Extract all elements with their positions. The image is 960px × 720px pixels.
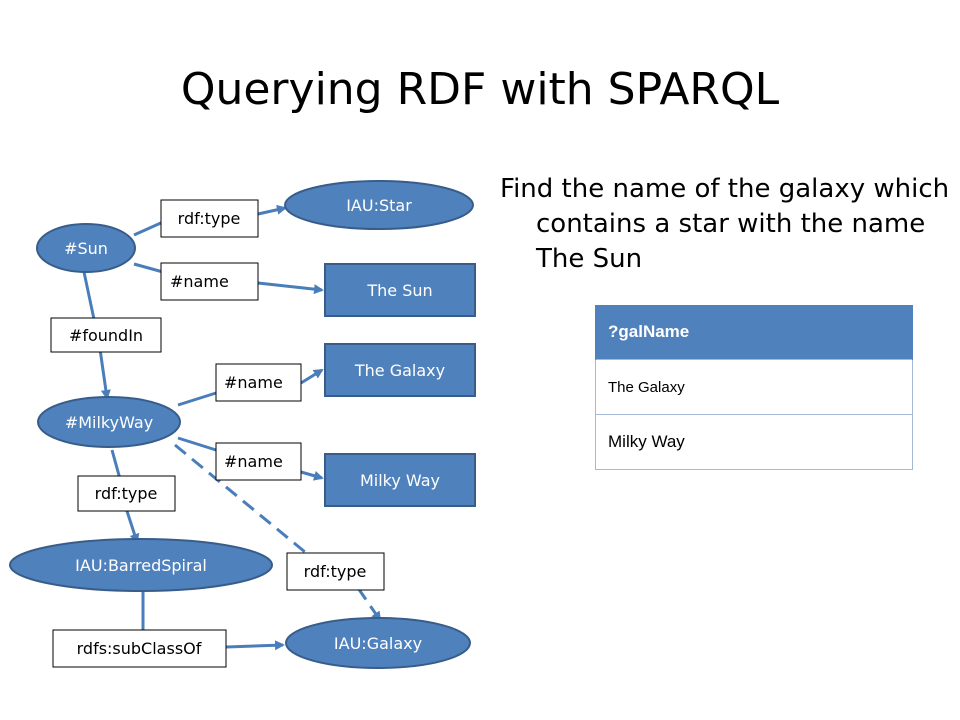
label-sun-name-text: #name [170,272,229,291]
result-cell: Milky Way [595,414,913,470]
label-found-in-text: #foundIn [69,326,143,345]
table-row: The Galaxy [595,359,913,415]
label-mw-galaxy-type: rdf:type [286,552,385,591]
label-mw-name-2: #name [215,442,302,481]
label-mw-name-1: #name [215,363,302,402]
node-iau-star-label: IAU:Star [346,196,412,215]
edge-subclass [141,592,283,647]
edge-sun-name [133,262,322,290]
node-milky-way-literal-label: Milky Way [360,471,440,490]
node-sun: #Sun [36,223,136,273]
label-found-in: #foundIn [50,317,162,353]
edge-mw-galaxy-type [174,443,380,620]
node-the-sun: The Sun [324,263,476,317]
label-mw-galaxy-type-text: rdf:type [304,562,367,581]
node-iau-star: IAU:Star [284,180,474,230]
node-milky-way-literal: Milky Way [324,453,476,507]
slide-title: Querying RDF with SPARQL [180,64,780,115]
node-iau-galaxy-label: IAU:Galaxy [334,634,422,653]
node-the-galaxy: The Galaxy [324,343,476,397]
node-sun-label: #Sun [64,239,108,258]
edge-found-in [82,271,107,398]
label-subclass-text: rdfs:subClassOf [77,639,202,658]
query-description: Find the name of the galaxy which contai… [500,174,950,274]
node-barred-spiral-label: IAU:BarredSpiral [75,556,207,575]
label-sun-name: #name [160,262,259,301]
node-the-sun-label: The Sun [366,281,432,300]
edge-sun-type [133,208,285,237]
results-header-row: ?galName [595,305,913,360]
label-mw-name-1-text: #name [224,373,283,392]
node-barred-spiral: IAU:BarredSpiral [9,538,273,592]
node-iau-galaxy: IAU:Galaxy [285,617,471,669]
label-subclass: rdfs:subClassOf [52,629,227,668]
label-mw-name-2-text: #name [224,452,283,471]
node-the-galaxy-label: The Galaxy [354,361,445,380]
results-table: ?galName The Galaxy Milky Way [595,305,913,470]
label-sun-type-text: rdf:type [178,209,241,228]
node-milkyway: #MilkyWay [37,396,181,448]
label-mw-type: rdf:type [77,475,176,512]
edge-mw-name-2 [177,436,322,478]
node-milkyway-label: #MilkyWay [65,413,153,432]
result-cell: The Galaxy [595,359,913,415]
label-sun-type: rdf:type [160,199,259,238]
edge-mw-name-1 [177,370,322,407]
results-header-galname: ?galName [595,305,913,360]
table-row: Milky Way [595,414,913,470]
label-mw-type-text: rdf:type [95,484,158,503]
